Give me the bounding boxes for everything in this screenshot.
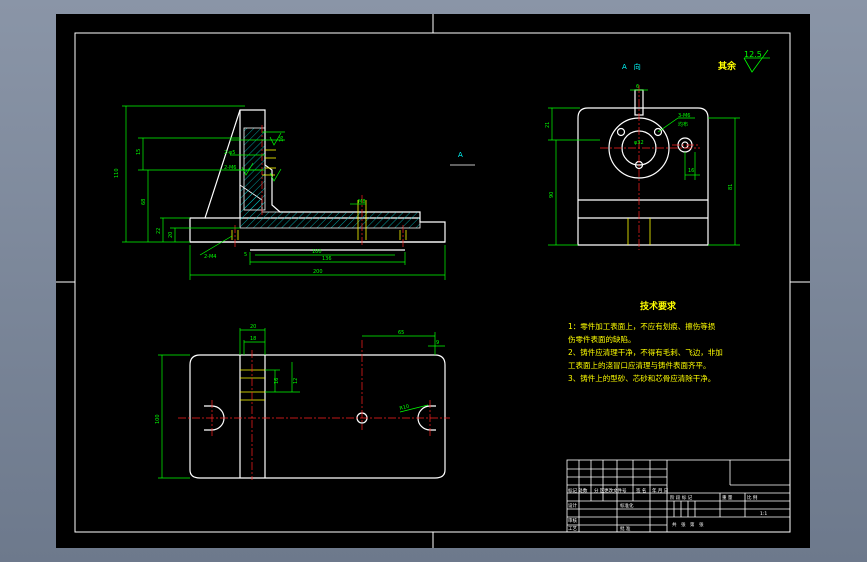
tech-line-3: 2、铸件应清理干净，不得有毛刺、飞边，非加 — [568, 347, 723, 357]
centering-marks — [56, 14, 810, 548]
view-arrow-a: A — [450, 151, 475, 166]
tb-change: 更改文件号 — [604, 487, 627, 494]
dim-16-top: 16 — [274, 378, 280, 384]
front-dimensions — [122, 105, 446, 280]
top-view[interactable]: 20 18 65 9 100 16 12 R10 — [155, 324, 450, 480]
hole-2m6: 2-M6 — [224, 165, 236, 171]
title-block[interactable]: 标记 处数 分 区 更改文件号 签 名 年 月 日 设计 标准化 阶 段 标 记… — [566, 459, 791, 533]
front-dim-text: 110 15 68 22 20 200 136 100 5 2-φ5 2-M6 … — [114, 136, 366, 275]
dim-16: 16 — [279, 136, 285, 142]
drawing-paper — [56, 14, 810, 548]
tb-sheet: 共 张 第 张 — [672, 521, 704, 528]
tb-check: 审核 — [568, 517, 577, 524]
dim-9-top: 9 — [436, 340, 439, 346]
dim-18-top: 18 — [250, 336, 256, 342]
title-block-grid — [566, 459, 791, 533]
dim-r10-top: R10 — [399, 404, 410, 412]
view-a-title: A 向 — [622, 62, 641, 71]
tb-weight: 重 量 — [722, 494, 733, 501]
tech-line-4: 工表面上的浇冒口应清理与铸件表面齐平。 — [568, 360, 711, 370]
side-view-a[interactable]: A 向 其余 12.5 — [545, 49, 770, 250]
dim-68: 68 — [141, 199, 147, 205]
dim-100: 100 — [312, 249, 322, 255]
top-centerlines — [178, 340, 450, 480]
dim-16-side: 16 — [688, 168, 694, 174]
tb-zone: 分 区 — [594, 487, 605, 494]
hole-note: 均布 — [678, 121, 688, 128]
hole-3m6: 3-M6 — [678, 113, 690, 119]
tb-scale-val: 1:1 — [760, 511, 767, 517]
dim-136: 136 — [322, 256, 332, 262]
thread-m8: M8 — [358, 199, 366, 205]
dim-65-top: 65 — [398, 330, 404, 336]
dim-15: 15 — [136, 149, 142, 155]
tb-process: 工艺 — [568, 526, 577, 532]
view-a-hidden — [627, 218, 651, 245]
tb-approve: 批 准 — [620, 525, 631, 532]
tb-std: 标准化 — [620, 502, 634, 509]
tb-date: 年 月 日 — [652, 487, 668, 494]
hole-2phi5: 2-φ5 — [224, 150, 235, 156]
dim-12-top: 12 — [293, 378, 299, 384]
dim-110: 110 — [114, 168, 120, 178]
top-hidden — [240, 369, 265, 401]
view-arrow-label: A — [458, 151, 463, 159]
dim-200: 200 — [313, 269, 323, 275]
dim-81: 81 — [728, 184, 734, 190]
roughness-marks — [241, 132, 282, 182]
tech-title: 技术要求 — [640, 300, 677, 312]
dim-20: 20 — [168, 232, 174, 238]
tech-line-5: 3、铸件上的型砂、芯砂和芯骨应清除干净。 — [568, 373, 715, 383]
view-a-dimensions — [548, 89, 740, 246]
front-hidden — [231, 149, 407, 240]
front-rib — [243, 127, 266, 211]
hole-2m4: 2-M4 — [204, 254, 216, 260]
title-block-text: 标记 处数 分 区 更改文件号 签 名 年 月 日 设计 标准化 阶 段 标 记… — [568, 487, 767, 532]
tb-stage: 阶 段 标 记 — [670, 494, 693, 501]
tb-sign: 签 名 — [636, 487, 646, 494]
dim-5: 5 — [244, 252, 247, 258]
view-a-dim-text: 21 90 81 16 6 φ32 3-M6 均布 — [545, 84, 734, 198]
roughness-value: 12.5 — [744, 50, 762, 59]
surface-roughness-note: 其余 12.5 — [718, 49, 770, 73]
top-dimensions — [158, 328, 445, 479]
view-a-centerlines — [600, 85, 700, 250]
dim-20-top: 20 — [250, 324, 256, 330]
front-view[interactable]: 110 15 68 22 20 200 136 100 5 2-φ5 2-M6 … — [114, 105, 446, 280]
dim-21: 21 — [545, 122, 551, 128]
tb-mark: 标记 处数 — [568, 487, 588, 494]
dim-22: 22 — [156, 228, 162, 234]
dim-90: 90 — [549, 192, 555, 198]
tech-line-2: 伤零件表面的缺陷。 — [568, 334, 636, 344]
tb-scale: 比 例 — [747, 494, 758, 501]
top-dim-text: 20 18 65 9 100 16 12 R10 — [155, 324, 439, 424]
tech-line-1: 1：零件加工表面上，不应有划痕、擦伤等损 — [568, 321, 716, 331]
dim-phi32: φ32 — [634, 140, 644, 146]
roughness-prefix: 其余 — [718, 60, 737, 72]
technical-requirements: 技术要求 1：零件加工表面上，不应有划痕、擦伤等损 伤零件表面的缺陷。 2、铸件… — [568, 300, 723, 383]
dim-6: 6 — [636, 84, 639, 90]
tb-design: 设计 — [568, 502, 577, 509]
dim-100-top: 100 — [155, 414, 161, 424]
